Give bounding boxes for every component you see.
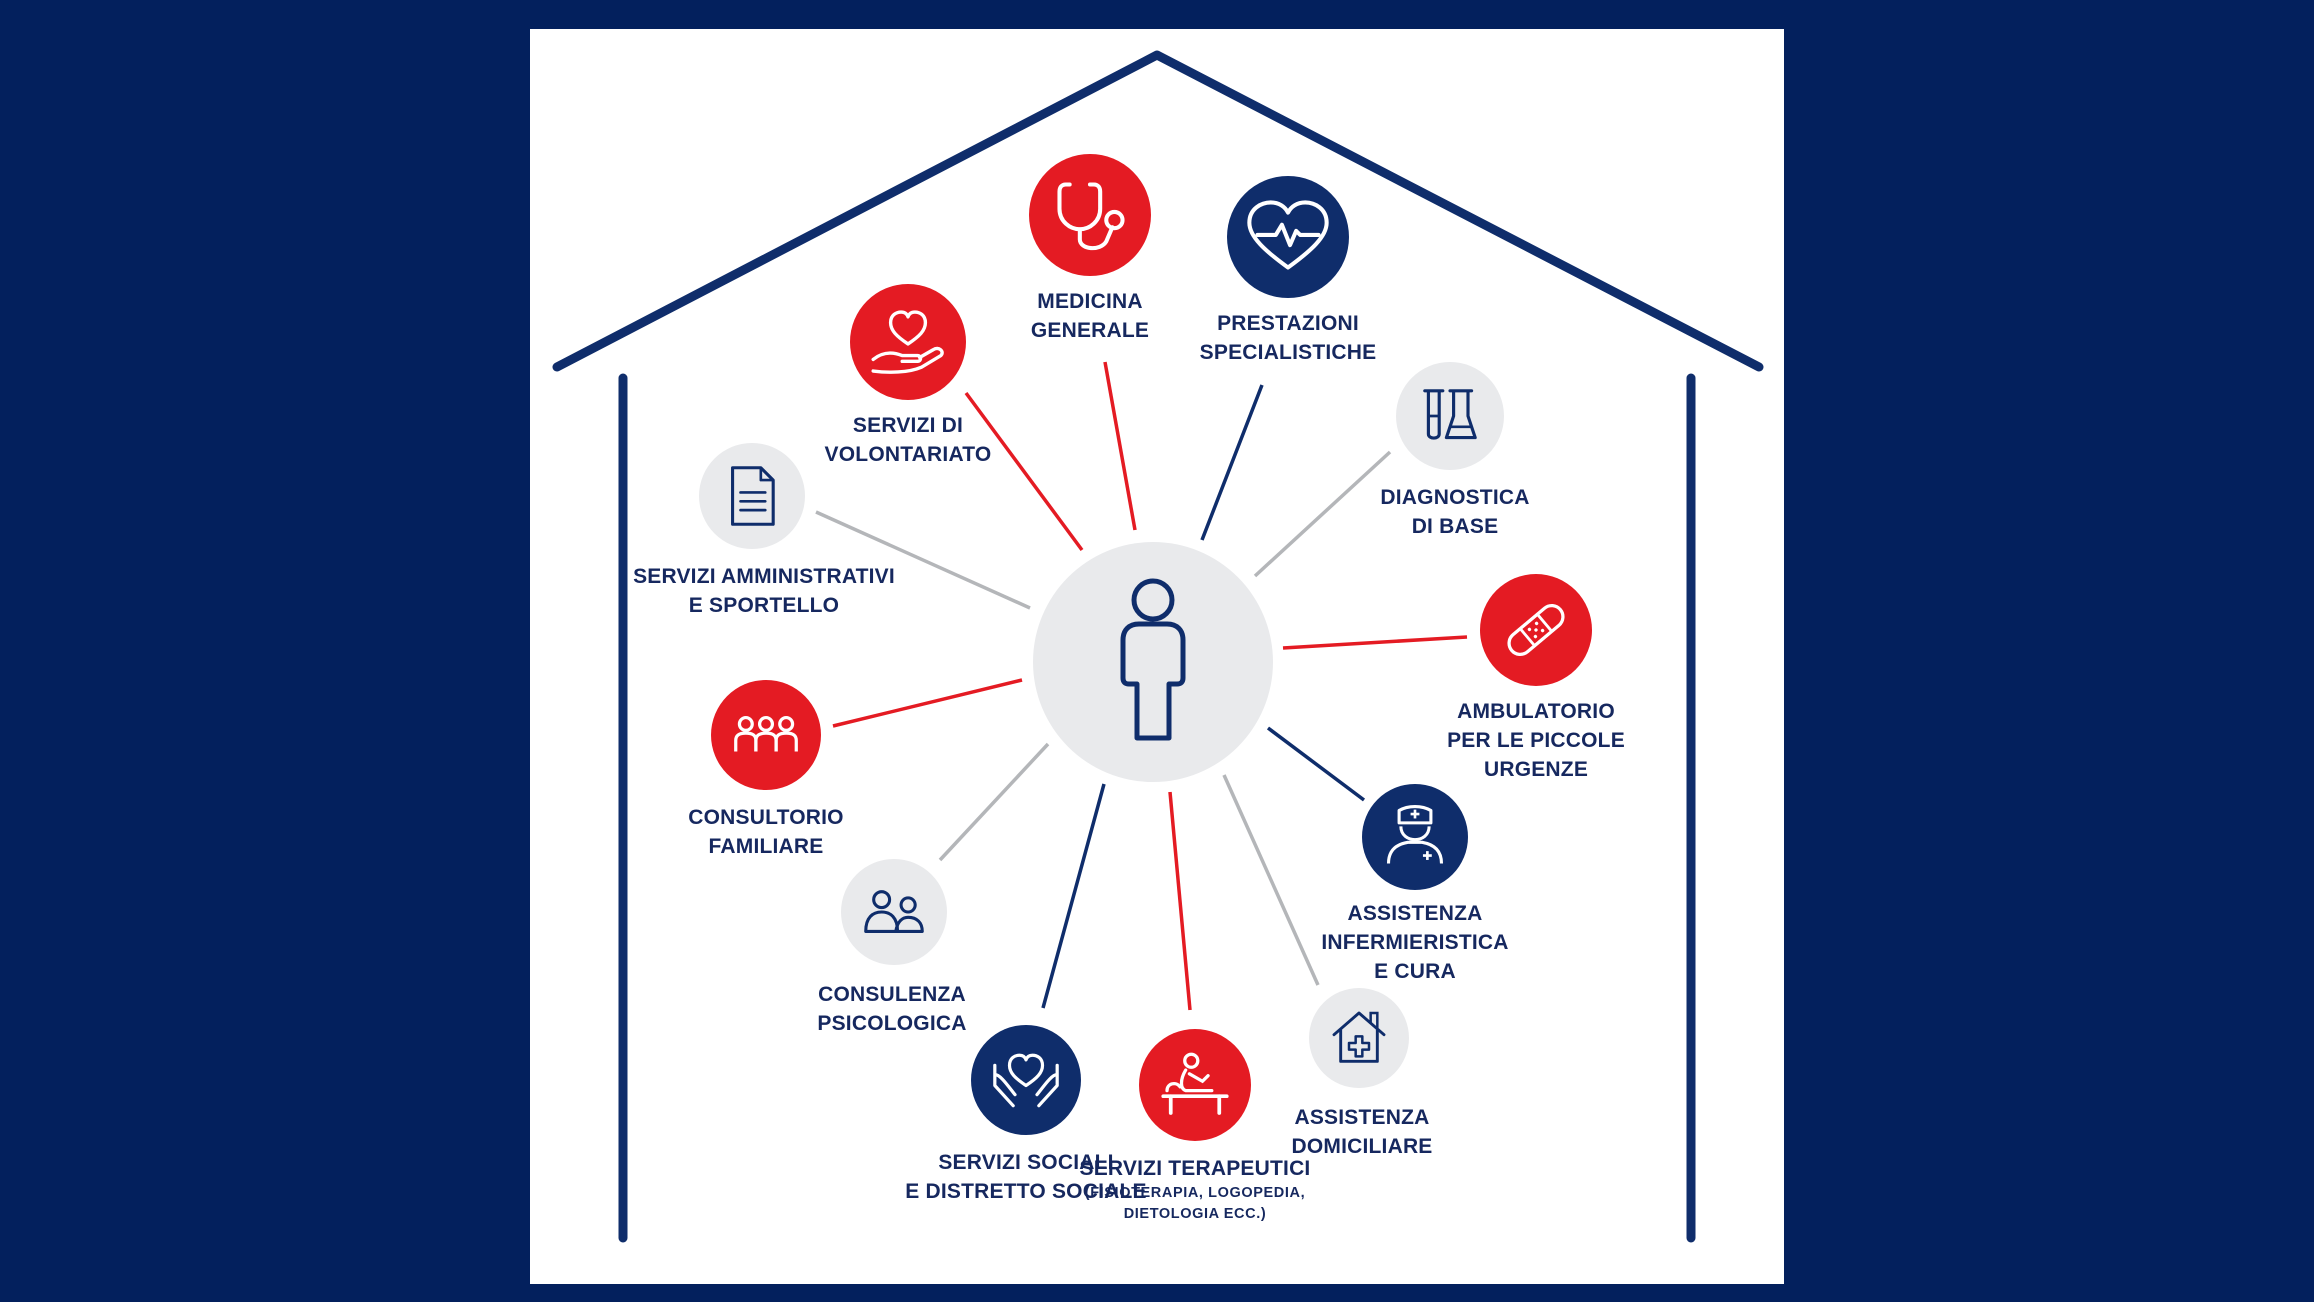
spoke-servizi-amministrativi xyxy=(815,510,1031,610)
spoke-assistenza-domiciliare xyxy=(1222,774,1320,986)
spoke-consulenza-psicologica xyxy=(938,742,1050,862)
label-prestazioni-specialistiche: PRESTAZIONI SPECIALISTICHE xyxy=(1200,309,1377,367)
node-ambulatorio-piccole-urgenze xyxy=(1480,574,1592,686)
bandage-icon xyxy=(1507,603,1565,657)
label-line: SERVIZI AMMINISTRATIVI xyxy=(633,565,895,588)
node-circle-assistenza-domiciliare xyxy=(1309,988,1409,1088)
node-consultorio-familiare xyxy=(711,680,821,790)
node-servizi-sociali xyxy=(971,1025,1081,1135)
node-servizi-amministrativi xyxy=(699,443,805,549)
spoke-assistenza-infermieristica xyxy=(1266,726,1366,802)
center-hub xyxy=(1033,542,1273,782)
label-line: DIAGNOSTICA xyxy=(1380,486,1530,509)
label-line: E CURA xyxy=(1374,960,1456,983)
lab-tubes-icon xyxy=(1423,389,1477,440)
sublabel-line: DIETOLOGIA ECC.) xyxy=(1123,1206,1267,1222)
label-line: CONSULTORIO xyxy=(688,806,844,829)
hub-circle xyxy=(1033,542,1273,782)
label-servizi-volontariato: SERVIZI DI VOLONTARIATO xyxy=(825,411,992,469)
label-line: AMBULATORIO xyxy=(1457,700,1615,723)
node-servizi-terapeutici xyxy=(1139,1029,1251,1141)
label-medicina-generale: MEDICINA GENERALE xyxy=(1031,287,1149,345)
label-line: SERVIZI SOCIALI xyxy=(938,1151,1114,1174)
therapy-icon xyxy=(1161,1052,1229,1115)
node-circle-servizi-amministrativi xyxy=(699,443,805,549)
nodes-group xyxy=(699,154,1592,1141)
node-circle-diagnostica-di-base xyxy=(1396,362,1504,470)
spokes-group xyxy=(815,361,1468,1011)
node-assistenza-domiciliare xyxy=(1309,988,1409,1088)
sublabel-line: (FISIOTERAPIA, LOGOPEDIA, xyxy=(1084,1185,1306,1201)
spoke-ambulatorio-piccole-urgenze xyxy=(1282,635,1468,650)
node-diagnostica-di-base xyxy=(1396,362,1504,470)
spoke-medicina-generale xyxy=(1103,361,1137,531)
home-care-icon xyxy=(1332,1011,1386,1063)
stethoscope-icon xyxy=(1057,182,1125,251)
node-consulenza-psicologica xyxy=(841,859,947,965)
person-icon xyxy=(1120,578,1186,741)
label-line: ASSISTENZA xyxy=(1347,902,1483,925)
label-servizi-terapeutici: SERVIZI TERAPEUTICI (FISIOTERAPIA, LOGOPE… xyxy=(1080,1154,1311,1225)
family-icon xyxy=(734,715,798,752)
label-line: E DISTRETTO SOCIALE xyxy=(905,1180,1147,1203)
node-circle-servizi-terapeutici xyxy=(1139,1029,1251,1141)
label-line: MEDICINA xyxy=(1037,290,1143,313)
spoke-prestazioni-specialistiche xyxy=(1200,384,1264,541)
spoke-diagnostica-di-base xyxy=(1253,450,1392,578)
label-line: PRESTAZIONI xyxy=(1217,312,1359,335)
heart-pulse-icon xyxy=(1247,200,1329,270)
node-circle-consultorio-familiare xyxy=(711,680,821,790)
node-circle-assistenza-infermieristica xyxy=(1362,784,1468,890)
node-assistenza-infermieristica xyxy=(1362,784,1468,890)
label-line: CONSULENZA xyxy=(818,983,966,1006)
label-line: SERVIZI DI xyxy=(852,414,964,437)
label-assistenza-domiciliare: ASSISTENZA DOMICILIARE xyxy=(1291,1103,1432,1161)
node-circle-medicina-generale xyxy=(1029,154,1151,276)
house-outline xyxy=(552,50,1764,1243)
label-line: PSICOLOGICA xyxy=(817,1012,967,1035)
label-consulenza-psicologica: CONSULENZA PSICOLOGICA xyxy=(817,980,966,1038)
label-line: PER LE PICCOLE xyxy=(1447,729,1625,752)
heart-hand-icon xyxy=(871,310,944,374)
node-circle-servizi-sociali xyxy=(971,1025,1081,1135)
label-line: DOMICILIARE xyxy=(1291,1135,1433,1158)
nurse-icon xyxy=(1386,804,1444,864)
label-ambulatorio-piccole-urgenze: AMBULATORIO PER LE PICCOLE URGENZE xyxy=(1447,697,1625,784)
hands-heart-icon xyxy=(993,1053,1059,1108)
two-people-icon xyxy=(864,890,924,933)
node-prestazioni-specialistiche xyxy=(1227,176,1349,298)
label-diagnostica-di-base: DIAGNOSTICA DI BASE xyxy=(1380,483,1529,541)
node-medicina-generale xyxy=(1029,154,1151,276)
node-circle-consulenza-psicologica xyxy=(841,859,947,965)
label-line: SPECIALISTICHE xyxy=(1199,341,1377,364)
label-servizi-amministrativi: SERVIZI AMMINISTRATIVI E SPORTELLO xyxy=(633,562,895,620)
label-line: URGENZE xyxy=(1483,758,1589,781)
label-line: INFERMIERISTICA xyxy=(1321,931,1509,954)
label-line: VOLONTARIATO xyxy=(824,443,992,466)
spoke-servizi-sociali xyxy=(1041,783,1106,1009)
spoke-consultorio-familiare xyxy=(832,678,1023,728)
document-icon xyxy=(731,466,775,526)
label-line: E SPORTELLO xyxy=(688,594,840,617)
label-line: GENERALE xyxy=(1030,319,1150,342)
label-consultorio-familiare: CONSULTORIO FAMILIARE xyxy=(688,803,843,861)
spoke-servizi-volontariato xyxy=(964,391,1084,552)
label-line: ASSISTENZA xyxy=(1294,1106,1430,1129)
label-line: SERVIZI TERAPEUTICI xyxy=(1079,1157,1311,1180)
label-servizi-sociali: SERVIZI SOCIALI E DISTRETTO SOCIALE xyxy=(905,1148,1146,1206)
label-line: FAMILIARE xyxy=(708,835,824,858)
label-line: DI BASE xyxy=(1411,515,1499,538)
spoke-servizi-terapeutici xyxy=(1168,791,1192,1011)
label-assistenza-infermieristica: ASSISTENZA INFERMIERISTICA E CURA xyxy=(1321,899,1508,986)
node-servizi-volontariato xyxy=(850,284,966,400)
roof-line xyxy=(552,50,1764,372)
